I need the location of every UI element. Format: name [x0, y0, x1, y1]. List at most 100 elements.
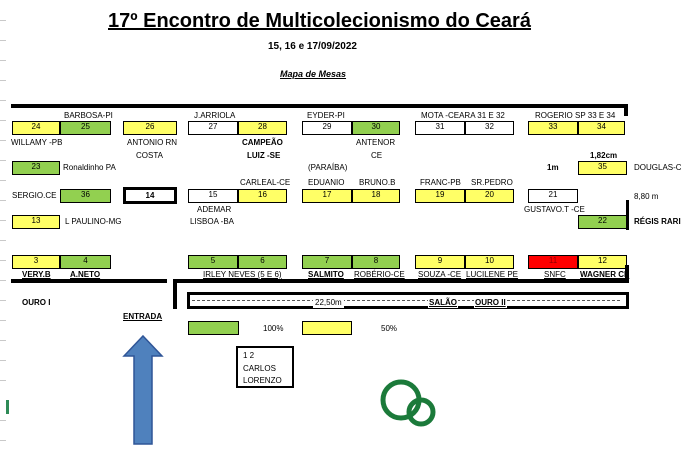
- table-10[interactable]: 10: [465, 255, 514, 269]
- label-douglas: DOUGLAS-CE: [634, 163, 681, 172]
- table-15[interactable]: 15: [188, 189, 238, 203]
- table-20[interactable]: 20: [465, 189, 514, 203]
- table-7[interactable]: 7: [302, 255, 352, 269]
- label-willamy: WILLAMY -PB: [11, 138, 63, 147]
- right-wall-mid: [626, 200, 629, 230]
- label-entrada: ENTRADA: [123, 312, 163, 321]
- bottom-wall-left: [11, 279, 167, 283]
- table-17[interactable]: 17: [302, 189, 352, 203]
- table-8[interactable]: 8: [352, 255, 400, 269]
- table-19[interactable]: 19: [415, 189, 465, 203]
- table-33[interactable]: 33: [528, 121, 578, 135]
- label-campeao-1: CAMPEÃO: [242, 138, 283, 147]
- label-880m: 8,80 m: [634, 192, 659, 201]
- label-1m: 1m: [547, 163, 559, 172]
- label-antenor-1: ANTENOR: [356, 138, 396, 147]
- label-veryb: VERY.B: [22, 270, 51, 279]
- label-antonio-1: ANTONIO RN: [127, 138, 178, 147]
- label-roberio: ROBÉRIO-CE: [354, 270, 405, 279]
- event-dates: 15, 16 e 17/09/2022: [268, 41, 357, 52]
- label-ouro2: OURO II: [474, 298, 507, 308]
- label-eyder: EYDER-PI: [307, 111, 345, 120]
- table-35[interactable]: 35: [578, 161, 627, 175]
- label-antonio-2: COSTA: [136, 151, 163, 160]
- label-sergio: SERGIO.CE: [12, 191, 57, 200]
- label-paraiba: (PARAÍBA): [308, 163, 348, 172]
- entrance-arrow-icon: [122, 334, 164, 445]
- legend-half-swatch: [302, 321, 352, 335]
- table-28[interactable]: 28: [238, 121, 287, 135]
- table-9[interactable]: 9: [415, 255, 465, 269]
- label-francpb: FRANC-PB: [420, 178, 461, 187]
- label-snfc: SNFC: [544, 270, 566, 279]
- carlos-box[interactable]: 1 2 CARLOS LORENZO: [236, 346, 294, 388]
- table-13[interactable]: 13: [12, 215, 60, 229]
- label-distance: 22,50m: [313, 298, 344, 308]
- table-23[interactable]: 23: [12, 161, 60, 175]
- label-carleal: CARLEAL-CE: [240, 178, 291, 187]
- label-jarriola: J.ARRIOLA: [194, 111, 236, 120]
- stage-left: [187, 292, 190, 309]
- label-ronaldinho: Ronaldinho PA: [63, 163, 116, 172]
- right-wall-bottom: [625, 265, 629, 283]
- table-16[interactable]: 16: [238, 189, 287, 203]
- table-22[interactable]: 22: [578, 215, 627, 229]
- label-campeao-2: LUIZ -SE: [247, 151, 281, 160]
- label-barbosa: BARBOSA-PI: [64, 111, 113, 120]
- stage-right: [626, 292, 629, 309]
- table-25[interactable]: 25: [60, 121, 111, 135]
- table-6[interactable]: 6: [238, 255, 287, 269]
- table-27[interactable]: 27: [188, 121, 238, 135]
- table-36[interactable]: 36: [60, 189, 111, 203]
- dashed-line: [192, 300, 620, 301]
- table-12[interactable]: 12: [578, 255, 627, 269]
- right-wall-top: [624, 104, 628, 116]
- label-lorenzo: LORENZO: [243, 376, 282, 385]
- table-4[interactable]: 4: [60, 255, 111, 269]
- label-lucilene: LUCILENE PE: [466, 270, 519, 279]
- label-wagner: WAGNER CE: [580, 270, 630, 279]
- stage-bottom: [187, 306, 629, 309]
- table-26[interactable]: 26: [123, 121, 177, 135]
- inner-wall-left: [173, 279, 177, 309]
- legend-full-label: 100%: [263, 324, 284, 333]
- table-29[interactable]: 29: [302, 121, 352, 135]
- table-11[interactable]: 11: [528, 255, 578, 269]
- table-3[interactable]: 3: [12, 255, 60, 269]
- label-aneto: A.NETO: [70, 270, 101, 279]
- label-irley: IRLEY NEVES (5 E 6): [203, 270, 282, 279]
- logo-rings-icon: [380, 379, 436, 427]
- table-21[interactable]: 21: [528, 189, 578, 203]
- top-wall: [11, 104, 628, 108]
- stage-top: [187, 292, 629, 295]
- bottom-wall-right: [173, 279, 629, 283]
- label-paulino: L PAULINO-MG: [65, 217, 122, 226]
- label-salmito: SALMITO: [308, 270, 344, 279]
- label-rogerio: ROGERIO SP 33 E 34: [535, 111, 616, 120]
- table-32[interactable]: 32: [465, 121, 514, 135]
- sheet-edge: [0, 0, 9, 454]
- table-18[interactable]: 18: [352, 189, 400, 203]
- table-14[interactable]: 14: [123, 187, 177, 204]
- label-carlos: CARLOS: [243, 364, 276, 373]
- label-ouro1: OURO I: [22, 298, 51, 307]
- label-antenor-2: CE: [371, 151, 383, 160]
- table-34[interactable]: 34: [578, 121, 625, 135]
- map-subtitle: Mapa de Mesas: [280, 69, 347, 79]
- label-eduanio: EDUANIO: [308, 178, 345, 187]
- label-srpedro: SR.PEDRO: [471, 178, 513, 187]
- label-brunob: BRUNO.B: [359, 178, 396, 187]
- table-31[interactable]: 31: [415, 121, 465, 135]
- label-gustavo: GUSTAVO.T -CE: [524, 205, 585, 214]
- label-regis: RÉGIS RARIDADES: [634, 217, 681, 226]
- table-5[interactable]: 5: [188, 255, 238, 269]
- label-mota: MOTA -CEARA 31 E 32: [421, 111, 505, 120]
- label-salao: SALÃO: [428, 298, 458, 308]
- table-30[interactable]: 30: [352, 121, 400, 135]
- legend-full-swatch: [188, 321, 239, 335]
- table-24[interactable]: 24: [12, 121, 60, 135]
- label-182cm: 1,82cm: [590, 151, 618, 160]
- carlos-table-numbers: 1 2: [243, 351, 255, 360]
- legend-half-label: 50%: [381, 324, 398, 333]
- label-lisboa: LISBOA -BA: [190, 217, 235, 226]
